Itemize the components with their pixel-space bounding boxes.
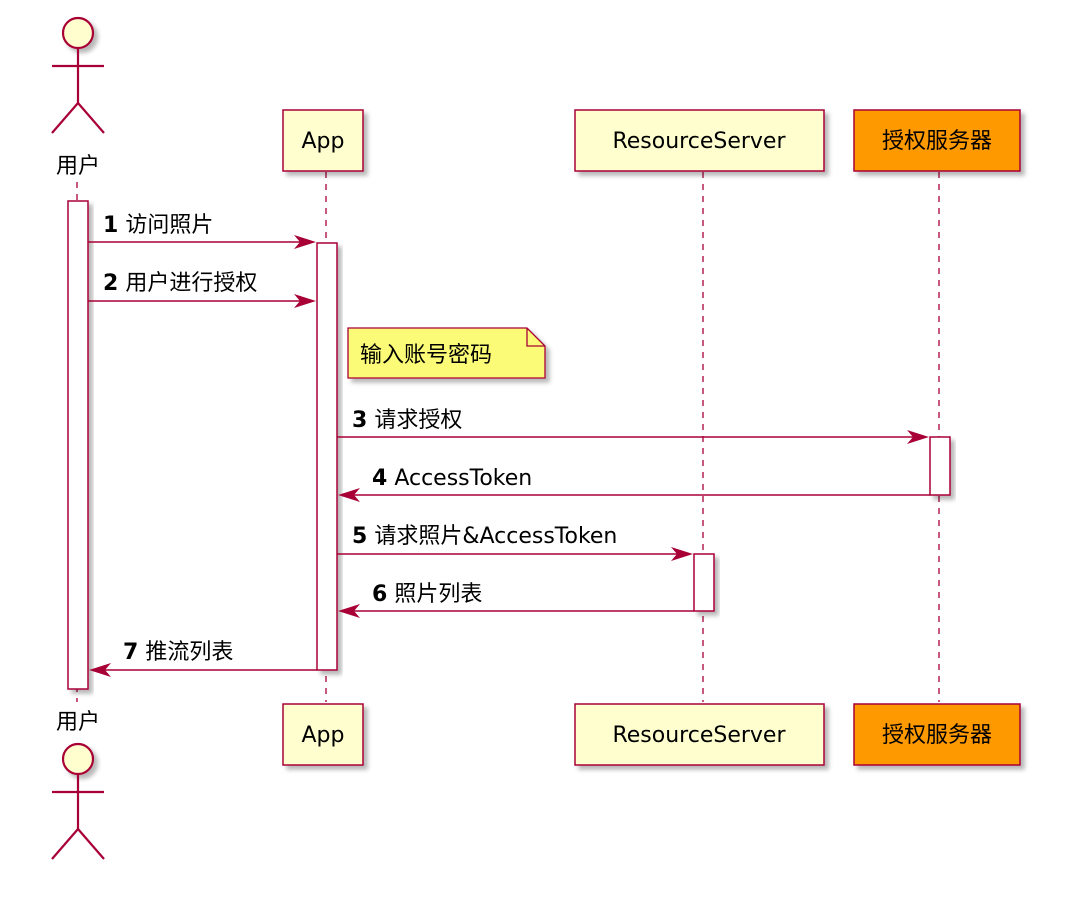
participant-auth-top-label: 授权服务器 bbox=[882, 129, 992, 154]
activation-app bbox=[316, 242, 338, 671]
message-2-arrowhead bbox=[294, 294, 316, 308]
message-3-label: 3 请求授权 bbox=[352, 408, 462, 433]
message-1-label: 1 访问照片 bbox=[103, 213, 213, 238]
note-fold bbox=[526, 328, 545, 347]
actor-head bbox=[61, 16, 95, 50]
message-1-arrowhead bbox=[294, 235, 316, 249]
participant-resource-top bbox=[574, 109, 825, 172]
activation-resource bbox=[693, 553, 715, 612]
message-5-label: 5 请求照片&AccessToken bbox=[352, 524, 617, 549]
participant-resource-bottom-label: ResourceServer bbox=[612, 723, 786, 748]
activation-user bbox=[67, 200, 89, 690]
participant-app-bottom bbox=[282, 703, 364, 766]
message-3-arrowhead bbox=[907, 430, 929, 444]
message-6-arrowhead bbox=[338, 604, 360, 618]
message-4-arrowhead bbox=[338, 488, 360, 502]
participant-app-bottom-label: App bbox=[302, 723, 345, 748]
participant-app-top bbox=[282, 109, 364, 172]
actor-user-top bbox=[51, 16, 105, 134]
actor-user-bottom-label: 用户 bbox=[56, 710, 100, 735]
note-box bbox=[347, 327, 546, 379]
message-7-label: 7 推流列表 bbox=[123, 640, 233, 665]
participant-auth-bottom-label: 授权服务器 bbox=[882, 723, 992, 748]
note-text: 输入账号密码 bbox=[360, 343, 492, 368]
message-6-label: 6 照片列表 bbox=[372, 582, 482, 607]
activation-auth bbox=[929, 436, 951, 496]
message-2-label: 2 用户进行授权 bbox=[103, 271, 257, 296]
message-4-label: 4 AccessToken bbox=[372, 466, 532, 491]
actor-head bbox=[61, 742, 95, 776]
actor-user-bottom bbox=[51, 742, 105, 860]
participant-resource-bottom bbox=[574, 703, 825, 766]
message-5-arrowhead bbox=[671, 547, 693, 561]
participant-app-top-label: App bbox=[302, 129, 345, 154]
participant-auth-top bbox=[853, 109, 1021, 172]
actor-user-top-label: 用户 bbox=[56, 154, 100, 179]
message-7-arrowhead bbox=[89, 663, 111, 677]
participant-resource-top-label: ResourceServer bbox=[612, 129, 786, 154]
participant-auth-bottom bbox=[853, 703, 1021, 766]
